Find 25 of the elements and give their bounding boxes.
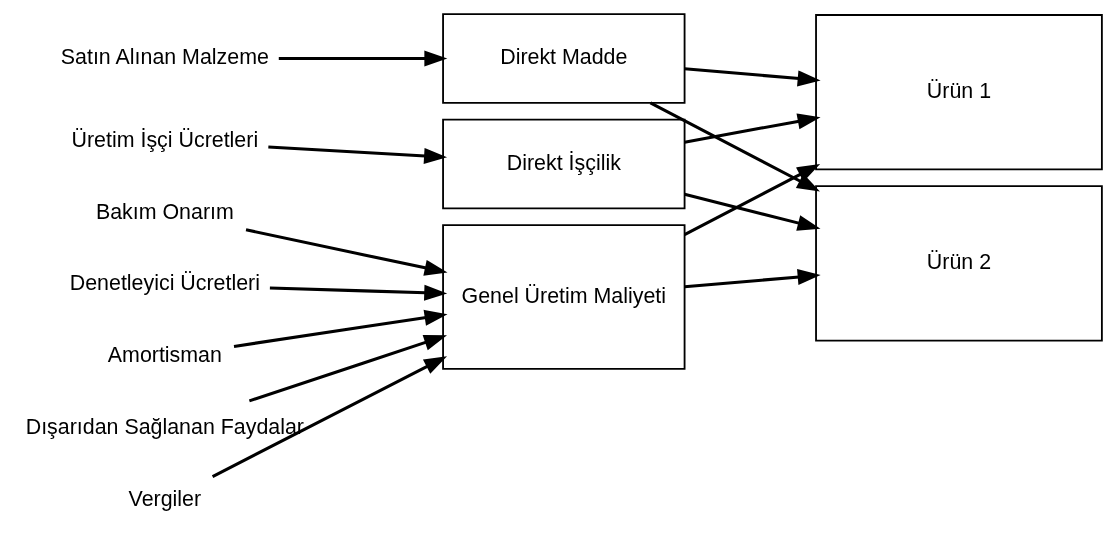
node-text: Satın Alınan Malzeme	[60, 45, 269, 70]
node-text: Amortisman	[107, 343, 222, 368]
arrow	[268, 145, 448, 164]
node-box: Ürün 1	[815, 14, 1103, 171]
arrow	[245, 228, 448, 276]
node-box: Direkt İşçilik	[442, 118, 686, 210]
arrow	[684, 192, 821, 231]
arrow	[211, 356, 448, 478]
node-box: Genel Üretim Maliyeti	[442, 224, 686, 370]
arrow	[684, 67, 821, 87]
node-box: Direkt Madde	[442, 13, 686, 104]
node-text: Denetleyici Ücretleri	[69, 271, 260, 296]
arrow	[684, 269, 821, 289]
node-text: Bakım Onarım	[95, 199, 234, 224]
node-text: Vergiler	[128, 486, 202, 511]
node-text: Üretim İşçi Ücretleri	[71, 127, 259, 152]
arrow	[278, 50, 448, 67]
arrow	[248, 334, 447, 403]
node-text: Dışarıdan Sağlanan Faydalar	[25, 415, 304, 440]
node-box: Ürün 2	[815, 185, 1103, 342]
arrow	[684, 113, 821, 144]
arrow	[269, 284, 448, 301]
arrow	[683, 163, 821, 237]
arrow	[649, 101, 820, 192]
arrow	[233, 309, 448, 348]
